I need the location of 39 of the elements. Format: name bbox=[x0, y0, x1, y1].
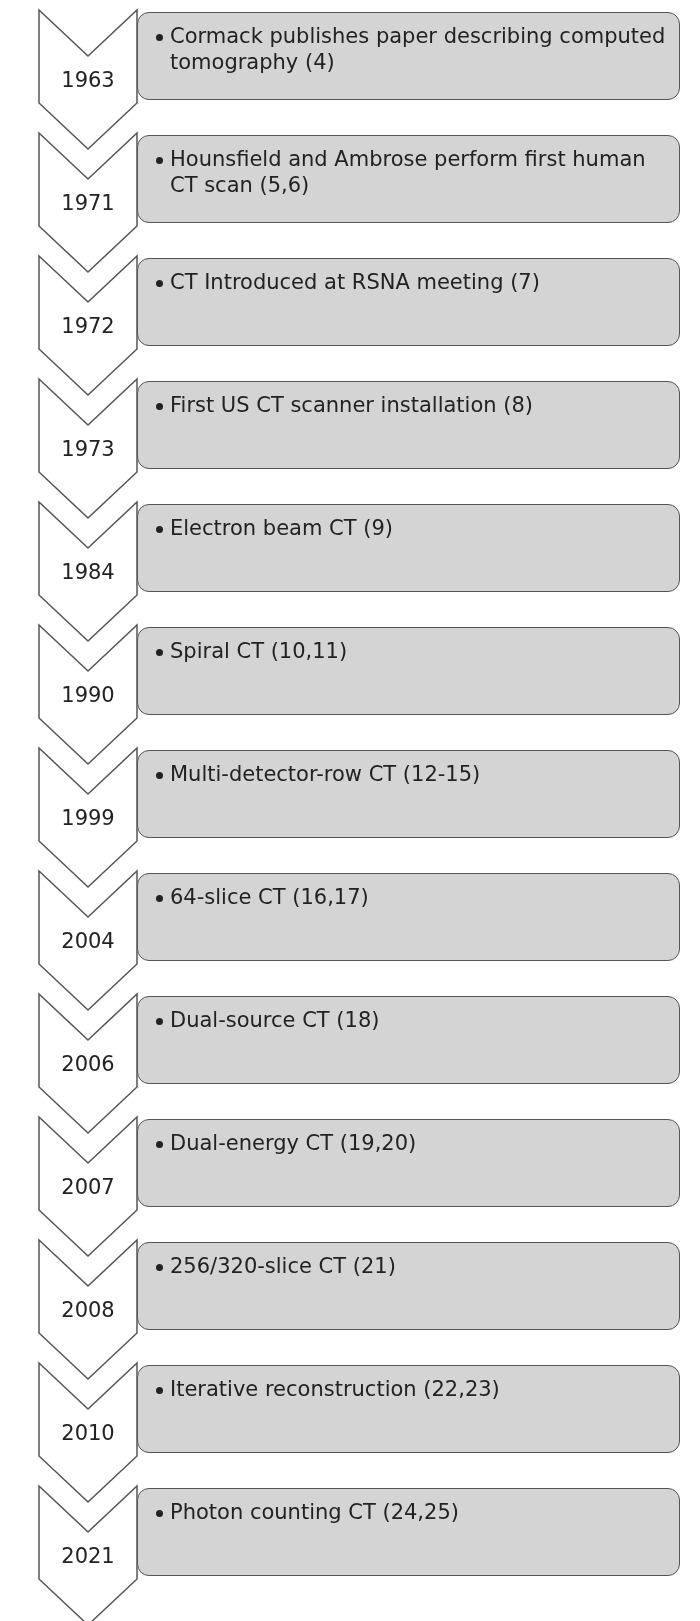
event-box bbox=[137, 1488, 680, 1576]
event-text: Multi-detector-row CT (12-15) bbox=[170, 761, 482, 787]
event-text: First US CT scanner installation (8) bbox=[170, 392, 534, 418]
event-box bbox=[137, 381, 680, 469]
year-label: 1984 bbox=[60, 560, 116, 584]
event-box bbox=[137, 135, 680, 223]
event-box bbox=[137, 750, 680, 838]
event-text: Photon counting CT (24,25) bbox=[170, 1499, 460, 1525]
event-text: Hounsfield and Ambrose perform first human CT scan (5,6) bbox=[170, 146, 647, 198]
event-box bbox=[137, 1365, 680, 1453]
year-label: 1990 bbox=[60, 683, 116, 707]
year-label: 1972 bbox=[60, 314, 116, 338]
year-label: 1999 bbox=[60, 806, 116, 830]
event-text: Dual-energy CT (19,20) bbox=[170, 1130, 418, 1156]
year-label: 1971 bbox=[60, 191, 116, 215]
event-text: CT Introduced at RSNA meeting (7) bbox=[170, 269, 541, 295]
year-label: 2010 bbox=[60, 1421, 116, 1445]
event-box bbox=[137, 627, 680, 715]
event-text: Cormack publishes paper describing computed tomography (4) bbox=[170, 23, 667, 75]
event-text: Spiral CT (10,11) bbox=[170, 638, 349, 664]
year-label: 2004 bbox=[60, 929, 116, 953]
year-label: 2008 bbox=[60, 1298, 116, 1322]
year-label: 1973 bbox=[60, 437, 116, 461]
event-text: Electron beam CT (9) bbox=[170, 515, 394, 541]
year-label: 2007 bbox=[60, 1175, 116, 1199]
year-label: 2021 bbox=[60, 1544, 116, 1568]
event-text: 64-slice CT (16,17) bbox=[170, 884, 370, 910]
event-text: Iterative reconstruction (22,23) bbox=[170, 1376, 501, 1402]
year-label: 2006 bbox=[60, 1052, 116, 1076]
event-box bbox=[137, 996, 680, 1084]
event-box bbox=[137, 1242, 680, 1330]
event-text: 256/320-slice CT (21) bbox=[170, 1253, 397, 1279]
event-box bbox=[137, 1119, 680, 1207]
event-text: Dual-source CT (18) bbox=[170, 1007, 381, 1033]
event-box bbox=[137, 504, 680, 592]
event-box bbox=[137, 873, 680, 961]
year-label: 1963 bbox=[60, 68, 116, 92]
event-box bbox=[137, 12, 680, 100]
event-box bbox=[137, 258, 680, 346]
